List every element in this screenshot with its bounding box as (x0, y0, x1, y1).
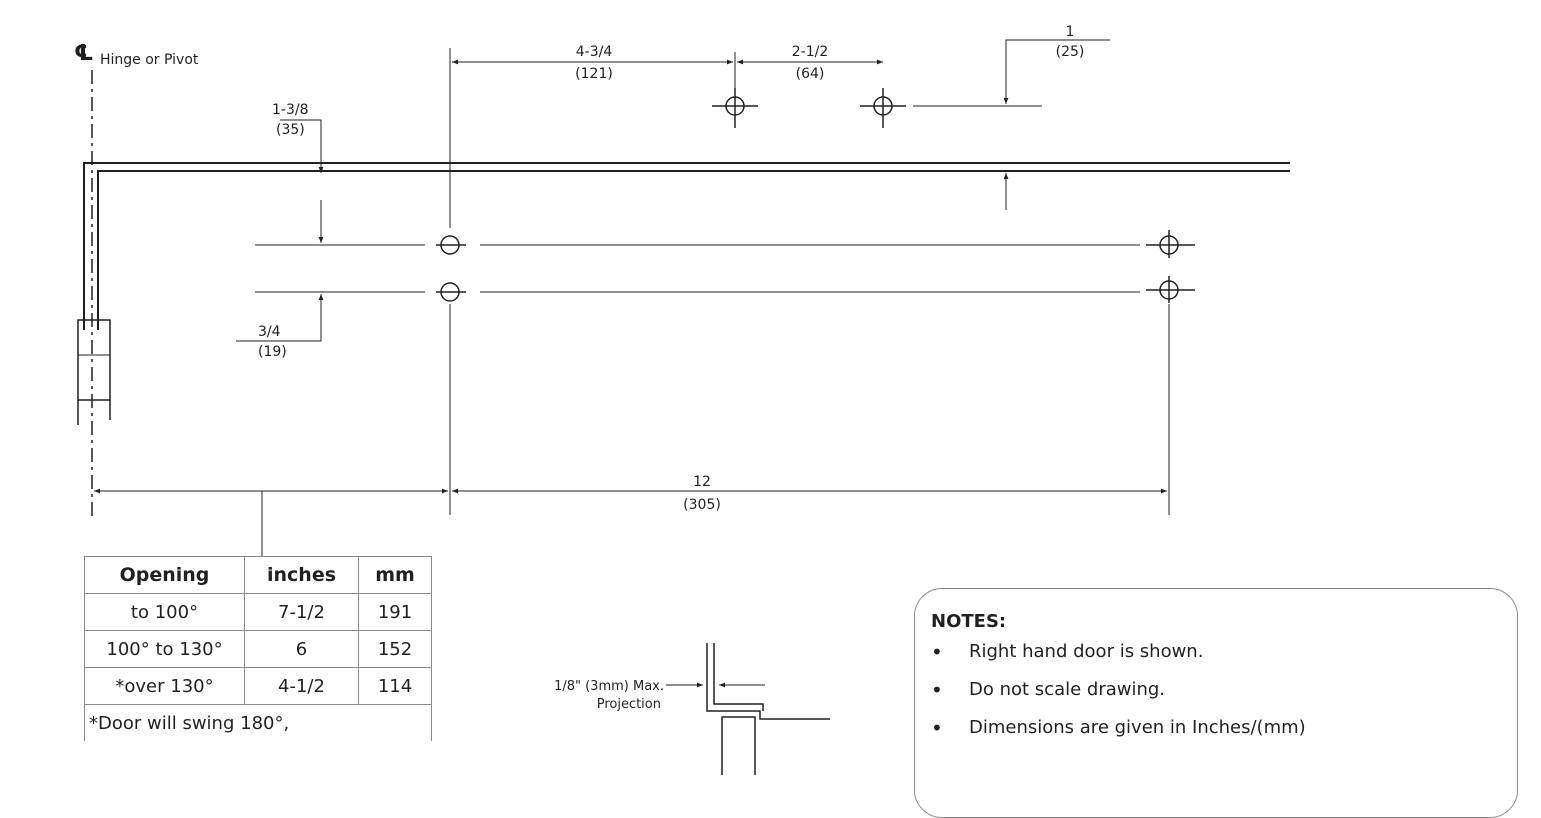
template-drawing: ℄ Hinge or Pivot 4-3/4 (121) (74, 24, 1290, 775)
dim-label-19: (19) (258, 344, 287, 360)
table-cell: 100° to 130° (84, 630, 245, 668)
table-footnote-row: *Door will swing 180°, (84, 704, 432, 741)
notes-title: NOTES: (931, 611, 1007, 632)
note-item: • Dimensions are given in Inches/(mm) (931, 715, 1306, 753)
projection-label-line2: Projection (597, 697, 661, 712)
dim-label-2-1-2: 2-1/2 (792, 44, 829, 60)
table-cell: 191 (358, 593, 432, 631)
hole-arm-2 (860, 88, 906, 128)
table-cell: 152 (358, 630, 432, 668)
table-cell: 7-1/2 (244, 593, 359, 631)
table-cell: 4-1/2 (244, 667, 359, 705)
dim-label-1-3-8: 1-3/8 (272, 102, 309, 118)
table-header: Opening (84, 556, 245, 594)
table-header: inches (244, 556, 359, 594)
table-row: *over 130° 4-1/2 114 (84, 667, 432, 705)
dim-label-4-3-4: 4-3/4 (576, 44, 613, 60)
note-text: Do not scale drawing. (969, 679, 1166, 700)
bullet-icon: • (931, 678, 943, 702)
hole-reference-lines (255, 105, 1140, 293)
dim-label-121: (121) (575, 66, 613, 82)
door-frame-outline (83, 162, 1290, 330)
dim-line-1 (1003, 39, 1110, 210)
note-text: Dimensions are given in Inches/(mm) (969, 717, 1306, 738)
table-cell: *over 130° (84, 667, 245, 705)
projection-label-line1: 1/8" (3mm) Max. (554, 679, 664, 694)
bullet-icon: • (931, 640, 943, 664)
extension-lines (449, 48, 1170, 515)
notes-box: NOTES: • Right hand door is shown. • Do no… (914, 588, 1518, 818)
dim-label-25: (25) (1056, 44, 1085, 60)
dim-line-3-4 (236, 294, 324, 342)
table-header: mm (358, 556, 432, 594)
notes-list: • Right hand door is shown. • Do not scale… (931, 639, 1306, 753)
table-header-row: Opening inches mm (84, 556, 432, 594)
table-footnote: *Door will swing 180°, (84, 704, 432, 741)
table-cell: 114 (358, 667, 432, 705)
centerline-symbol: ℄ (74, 41, 94, 66)
dim-label-12: 12 (693, 474, 711, 490)
bullet-icon: • (931, 716, 943, 740)
table-row: 100° to 130° 6 152 (84, 630, 432, 668)
hole-body-1 (436, 235, 466, 255)
dim-label-64: (64) (796, 66, 825, 82)
hole-arm-1 (712, 88, 758, 128)
note-item: • Do not scale drawing. (931, 677, 1306, 715)
opening-table: Opening inches mm to 100° 7-1/2 191 100°… (84, 556, 432, 741)
table-row: to 100° 7-1/2 191 (84, 593, 432, 631)
dim-line-1-3-8 (280, 119, 324, 243)
table-cell: 6 (244, 630, 359, 668)
note-text: Right hand door is shown. (969, 641, 1204, 662)
dim-label-1: 1 (1066, 24, 1075, 40)
projection-detail (666, 643, 830, 775)
table-cell: to 100° (84, 593, 245, 631)
note-item: • Right hand door is shown. (931, 639, 1306, 677)
hole-body-3 (1146, 230, 1195, 258)
mounting-holes (436, 88, 1195, 303)
hinge-block (77, 319, 111, 425)
dim-label-305: (305) (683, 497, 721, 513)
hole-body-4 (1146, 276, 1195, 303)
hole-body-2 (436, 282, 466, 302)
hinge-label: Hinge or Pivot (100, 52, 199, 68)
dim-label-35: (35) (276, 122, 305, 138)
dim-label-3-4: 3/4 (258, 324, 281, 340)
